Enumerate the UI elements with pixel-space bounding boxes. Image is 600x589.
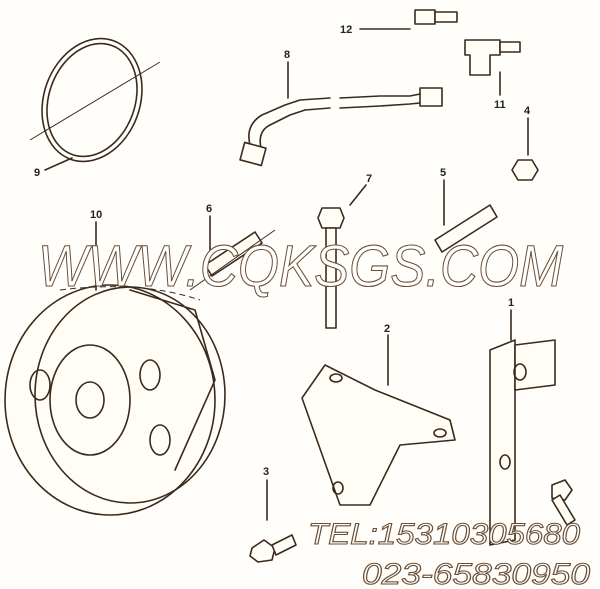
watermark-tel: TEL:15310305680 bbox=[308, 518, 580, 551]
callout-7: 7 bbox=[366, 173, 372, 185]
gear-part-10 bbox=[4, 221, 226, 516]
callout-8: 8 bbox=[284, 49, 290, 61]
callout-4: 4 bbox=[524, 105, 531, 117]
callout-5: 5 bbox=[440, 167, 446, 179]
o-ring-part-9 bbox=[29, 37, 161, 171]
callout-2: 2 bbox=[384, 323, 390, 335]
callout-11: 11 bbox=[494, 99, 506, 111]
callout-6: 6 bbox=[206, 203, 212, 215]
fitting-parts-11-12 bbox=[359, 9, 521, 96]
bracket-part-1 bbox=[489, 309, 556, 546]
tube-part-8 bbox=[239, 61, 443, 167]
small-hardware bbox=[189, 117, 539, 329]
bolts-part-3 bbox=[249, 479, 576, 563]
callout-1: 1 bbox=[508, 297, 514, 309]
callout-12: 12 bbox=[340, 24, 352, 36]
watermark-phone: 023-65830950 bbox=[362, 558, 590, 589]
callout-9: 9 bbox=[34, 167, 40, 179]
bracket-part-2 bbox=[301, 334, 456, 506]
callout-10: 10 bbox=[90, 209, 102, 221]
watermark-website: WWW.CQKSGS.COM bbox=[38, 234, 564, 299]
callout-3: 3 bbox=[263, 466, 269, 478]
